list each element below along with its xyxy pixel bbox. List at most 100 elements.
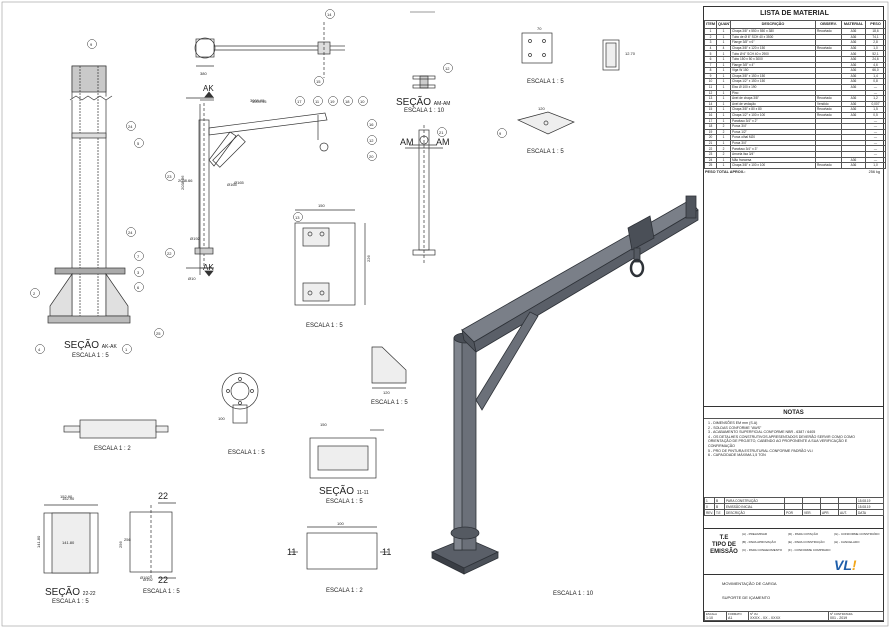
bom-cell: Chapa 3/8" x 100 x 100 [730,162,816,169]
revision-cell: T.E [714,509,725,516]
isometric-crane-view [431,195,699,575]
note-item: 3 - ACABAMENTO SUPERFICIAL CONFORME NBR … [708,430,816,435]
revision-cell: DATA [856,509,884,516]
emission-type-option: (B) - PARA APROVAÇÃO [742,540,776,544]
section-ak-title: SEÇÃO AK-AK [64,340,117,351]
svg-text:17: 17 [297,99,302,104]
svg-text:15: 15 [316,79,321,84]
svg-text:20: 20 [369,154,374,159]
bom-cell: Recortado [815,162,842,169]
bom-cell: — [865,83,886,91]
bom-cell: 66,0 [865,67,886,74]
scale-label-baseplate: ESCALA 1 : 5 [306,323,343,329]
svg-text:2: 2 [33,291,36,296]
note-item: 4 - OS DETALHES CONSTRUTIVOS APRESENTADO… [708,434,855,439]
notes-list: 1 - DIMENSÕES EM mm (S.A)2 - SOLDAS CONF… [708,421,855,458]
section-22-title: SEÇÃO 22-22 [45,587,96,598]
svg-text:21: 21 [439,130,444,135]
scale-label-pin: ESCALA 1 : 2 [94,446,131,452]
bom-title: LISTA DE MATERIAL [760,10,829,17]
scale-label-11: ESCALA 1 : 5 [326,499,363,505]
peso-total-value: 256 kg [868,170,880,174]
note-item: 6 - CAPACIDADE MÁXIMA 1,5 TON [708,453,766,458]
bom-header-cell: PESO [865,20,886,29]
scale-label-flange: ESCALA 1 : 5 [228,450,265,456]
bom-cell: 0,007 [865,100,886,108]
bom-cell: 0,5 [865,111,886,119]
bom-cell: 25 [704,162,717,169]
scale-label-isometric: ESCALA 1 : 10 [553,591,594,597]
column-section-view [47,65,131,324]
block-detail [129,505,173,580]
section-marker-am-left: AM [400,137,414,147]
svg-text:10: 10 [360,99,365,104]
top-plan-view [194,22,345,78]
dim-2038: 2038.66 [178,178,193,183]
dim-165: Ø165 [234,180,244,185]
svg-text:1: 1 [125,347,128,352]
dim-141: 141.80 [62,540,75,545]
svg-text:25: 25 [156,331,161,336]
revision-cell: POR [784,509,803,516]
svg-text:12: 12 [445,66,450,71]
svg-text:Ø165: Ø165 [227,182,238,187]
svg-text:12: 12 [369,138,374,143]
bushing-section [309,429,384,479]
svg-text:24: 24 [128,230,133,235]
bom-cell: 1,2 [865,95,886,102]
front-view-am [409,75,437,265]
dim-152: 152.90 [60,494,73,499]
svg-text:Ø192: Ø192 [190,236,201,241]
side-elevation-view [186,97,329,275]
notes-section: NOTAS 1 - DIMENSÕES EM mm (S.A)2 - SOLDA… [704,406,883,483]
svg-text:4: 4 [38,347,41,352]
section-marker-11-right: 11 [382,547,392,557]
revision-cell: VER. [802,509,821,516]
bom-header-cell: MATERIAL [841,20,866,29]
svg-text:5: 5 [137,141,140,146]
svg-text:6: 6 [137,285,140,290]
section-marker-22-top: 22 [158,491,169,501]
svg-text:9: 9 [499,131,502,136]
section-marker-11-left: 11 [287,547,297,557]
dim-100: 100 [218,416,225,421]
dim-380: 380 [200,71,207,76]
scale-label-plate-small: ESCALA 1 : 5 [527,79,564,85]
gusset-detail [371,346,407,389]
svg-text:22: 22 [167,251,172,256]
scale-label-plate-diamond: ESCALA 1 : 5 [527,149,564,155]
section-marker-am-right: AM [436,137,450,147]
emission-type-option: (C) - PARA CONHECIMENTO [742,548,783,552]
peso-total-label: PESO TOTAL APROX.: [705,170,746,174]
notes-title: NOTAS [704,410,883,419]
bom-cell: 1 [716,162,731,169]
dim-120: 120 [383,390,390,395]
scale-label-bar: ESCALA 1 : 2 [326,588,363,594]
sleeve-section [43,504,99,574]
svg-text:256: 256 [118,541,123,548]
section-marker-22-bottom: 22 [158,575,169,585]
svg-text:120: 120 [538,106,545,111]
dim-150: 150 [320,422,327,427]
emission-type-option: (F) - CONFORME COMPRADO [788,548,831,552]
bom-cell: 0,8 [865,78,886,85]
title-block-panel: LISTA DE MATERIAL ITEMQUANT.DESCRIÇÃOOBS… [703,6,886,622]
note-item: 1 - DIMENSÕES EM mm (S.A) [708,421,758,425]
svg-text:150: 150 [318,203,325,208]
emission-type-option: (D) - PARA COTAÇÃO [788,532,819,536]
svg-text:14: 14 [327,12,332,17]
